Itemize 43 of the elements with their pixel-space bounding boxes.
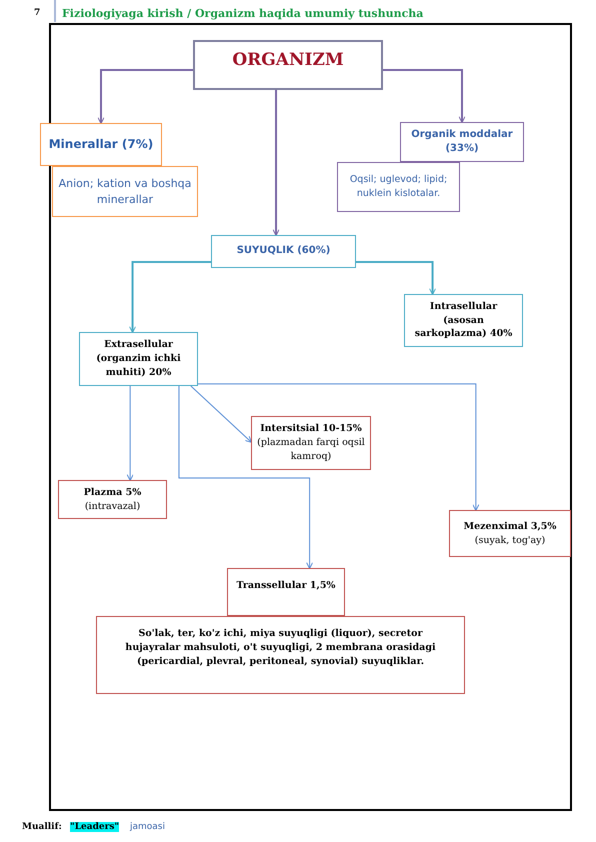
node-label: Intersitsial 10-15% xyxy=(260,422,362,436)
title-box xyxy=(193,40,383,90)
arrow xyxy=(178,386,314,570)
node-label: Minerallar (7%) xyxy=(48,136,154,153)
node-label: Oqsil; uglevod; lipid; nuklein kislotalar. xyxy=(348,173,448,201)
compartment-box xyxy=(227,568,345,616)
node-note: (plazmadan farqi oqsil kamroq) xyxy=(256,436,366,464)
arrow xyxy=(356,261,436,296)
category-box xyxy=(400,122,524,162)
node-label: ORGANIZM xyxy=(232,49,344,72)
node-label: Plazma 5% xyxy=(84,486,142,500)
node-label: Organik moddalar (33%) xyxy=(410,128,514,156)
node-label: Anion; kation va boshqa minerallar xyxy=(58,176,192,208)
author-suffix: jamoasi xyxy=(130,822,165,832)
node-label: Mezenximal 3,5% xyxy=(464,520,556,534)
arrow xyxy=(383,69,466,124)
detail-box xyxy=(52,166,198,217)
page-number: 7 xyxy=(34,8,40,18)
arrow xyxy=(129,261,211,334)
category-box xyxy=(40,123,162,166)
author-label: Muallif: xyxy=(22,822,62,832)
compartment-box xyxy=(251,416,371,470)
author-name: "Leaders" xyxy=(70,822,120,832)
node-note: (suyak, tog'ay) xyxy=(474,534,546,548)
node-label: So'lak, ter, ko'z ichi, miya suyuqligi (liquor), secretor hujayralar mahsuloti, o't suyuqligi, 2 membrana orasidagi (pericardial, plevral, peritoneal, synovial) suyuqliklar. xyxy=(124,627,437,668)
node-label: Intrasellular (asosan sarkoplazma) 40% xyxy=(414,300,514,342)
arrow xyxy=(126,386,134,482)
category-box xyxy=(211,235,356,268)
node-label: SUYUQLIK (60%) xyxy=(236,244,330,258)
detail-box xyxy=(337,162,460,212)
arrow xyxy=(98,69,193,124)
detail-box xyxy=(96,616,465,694)
compartment-box xyxy=(449,510,571,557)
compartment-box xyxy=(79,332,198,386)
arrow xyxy=(190,386,252,443)
page-header: Fiziologiyaga kirish / Organizm haqida umumiy tushuncha xyxy=(62,7,424,20)
compartment-box xyxy=(58,480,167,519)
node-label: Transsellular 1,5% xyxy=(236,579,336,593)
node-label: Extrasellular (organzim ichki muhiti) 20% xyxy=(95,338,182,380)
node-note: (intravazal) xyxy=(84,500,140,514)
arrow xyxy=(272,90,280,236)
compartment-box xyxy=(404,294,523,347)
arrow xyxy=(198,383,480,512)
